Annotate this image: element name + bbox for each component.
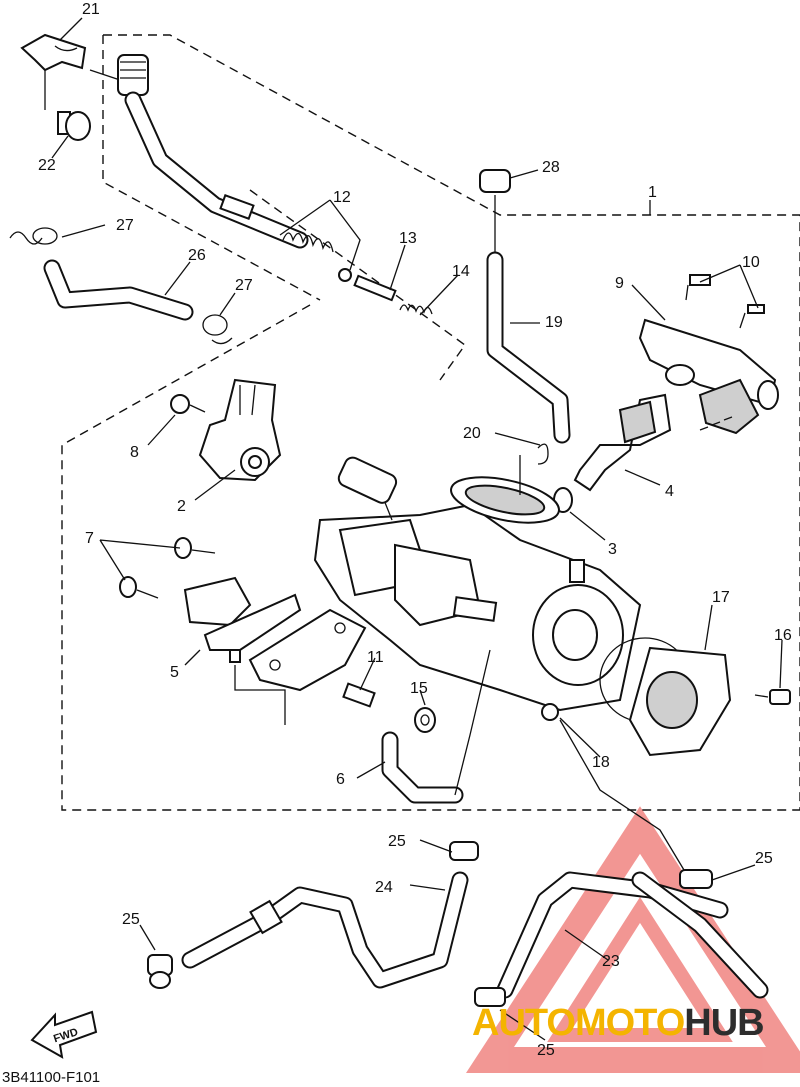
callout-18: 18	[592, 754, 610, 771]
part-25-clamp-left	[147, 954, 173, 989]
leader-dashed-12	[249, 189, 466, 381]
callout-25-left: 25	[122, 911, 140, 928]
part-25-clamp-right	[679, 869, 713, 889]
watermark-text-dark: HUB	[684, 1002, 764, 1044]
part-9-fuel-rail	[638, 318, 779, 435]
leader-lines	[51, 17, 783, 1041]
callout-12: 12	[333, 189, 351, 206]
part-27-clip-upper	[9, 227, 58, 245]
callout-2: 2	[177, 498, 186, 515]
callout-16: 16	[774, 627, 792, 644]
part-24-hose	[181, 871, 469, 989]
callout-25-bottom: 25	[537, 1042, 555, 1059]
part-23-hose	[496, 871, 769, 999]
callout-21: 21	[82, 1, 100, 18]
callout-3: 3	[608, 541, 617, 558]
watermark-brand: AUTOMOTOHUB	[472, 1002, 765, 1045]
part-11-bracket-plate	[248, 608, 376, 708]
part-10-screw	[685, 274, 765, 329]
callout-5: 5	[170, 664, 179, 681]
callout-numbers: 1 2 3 4 5 6 7 8 9 10 11 12 13 14 15 16 1…	[38, 1, 792, 1059]
part-12-spring	[282, 232, 352, 282]
callout-20: 20	[463, 425, 481, 442]
part-1-throttle-body	[313, 456, 642, 712]
part-21-bracket	[20, 33, 87, 72]
callout-26: 26	[188, 247, 206, 264]
part-22-bolt	[57, 111, 91, 141]
part-27-clip-lower	[202, 314, 233, 345]
group-boundary-main	[61, 304, 800, 811]
part-4-injector	[573, 393, 672, 492]
callout-10: 10	[742, 254, 760, 271]
part-25-clamp-center	[449, 841, 479, 861]
callout-24: 24	[375, 879, 393, 896]
callout-6: 6	[336, 771, 345, 788]
throttle-cable	[117, 54, 309, 249]
callout-27-lower: 27	[235, 277, 253, 294]
callout-25-right: 25	[755, 850, 773, 867]
callout-9: 9	[615, 275, 624, 292]
part-16-screw	[754, 689, 791, 705]
part-20-clip	[537, 443, 549, 465]
callout-25-center: 25	[388, 833, 406, 850]
group-boundary-upper	[102, 34, 800, 810]
callout-13: 13	[399, 230, 417, 247]
part-25-clamp-bottom	[474, 987, 506, 1007]
part-17-cover	[628, 646, 732, 757]
part-2-throttle-position-sensor	[198, 378, 282, 482]
part-26-hose	[43, 259, 194, 321]
part-6-hose	[381, 731, 464, 804]
callout-17: 17	[712, 589, 730, 606]
part-15-washer	[414, 707, 436, 733]
fwd-arrow-icon: FWD	[30, 1010, 98, 1059]
part-14-spring	[399, 304, 433, 315]
callout-22: 22	[38, 157, 56, 174]
part-5-sensor	[183, 576, 302, 663]
callout-4: 4	[665, 483, 674, 500]
callout-7: 7	[85, 530, 94, 547]
part-13-plunger	[353, 274, 397, 302]
callout-15: 15	[410, 680, 428, 697]
reference-code: 3B41100-F101	[2, 1069, 101, 1086]
callout-23: 23	[602, 953, 620, 970]
part-28-clip	[479, 169, 511, 193]
watermark-text-accent: AUTOMOTO	[472, 1002, 685, 1044]
part-19-hose	[486, 251, 571, 444]
callout-11: 11	[367, 649, 384, 666]
part-18-nut	[541, 703, 559, 721]
part-7-screw	[119, 537, 216, 599]
callout-28: 28	[542, 159, 560, 176]
callout-14: 14	[452, 263, 470, 280]
callout-1: 1	[648, 184, 657, 201]
callout-19: 19	[545, 314, 563, 331]
callout-27-upper: 27	[116, 217, 134, 234]
callout-8: 8	[130, 444, 139, 461]
part-8-screw	[170, 394, 206, 414]
